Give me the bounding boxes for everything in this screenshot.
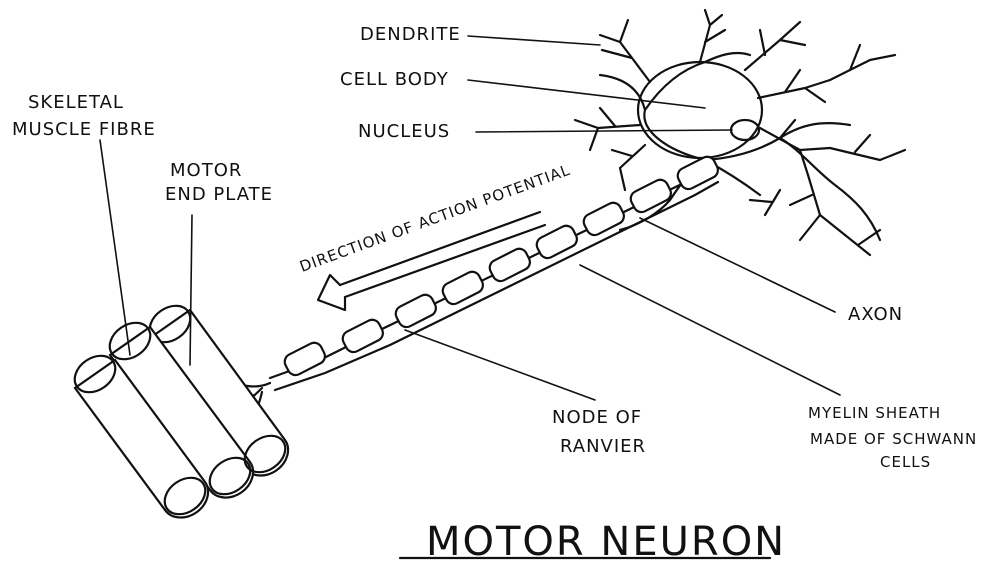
label-myelin-2: MADE OF SCHWANN bbox=[810, 430, 977, 448]
label-skeletal-1: SKELETAL bbox=[28, 92, 124, 113]
label-myelin-3: CELLS bbox=[880, 453, 931, 471]
label-myelin-1: MYELIN SHEATH bbox=[808, 404, 941, 422]
label-motor-2: END PLATE bbox=[165, 184, 273, 205]
label-nucleus: NUCLEUS bbox=[358, 121, 450, 142]
label-cell-body: CELL BODY bbox=[340, 69, 449, 90]
label-node-2: RANVIER bbox=[560, 436, 646, 457]
label-motor-1: MOTOR bbox=[170, 160, 242, 181]
muscle-fibres bbox=[68, 298, 292, 521]
label-direction: DIRECTION OF ACTION POTENTIAL bbox=[297, 161, 573, 276]
nucleus-shape bbox=[731, 120, 759, 140]
diagram-title: MOTOR NEURON bbox=[426, 519, 786, 562]
label-skeletal-2: MUSCLE FIBRE bbox=[12, 119, 156, 140]
label-node-1: NODE OF bbox=[552, 407, 642, 428]
label-axon: AXON bbox=[848, 304, 903, 325]
label-dendrite: DENDRITE bbox=[360, 24, 461, 45]
